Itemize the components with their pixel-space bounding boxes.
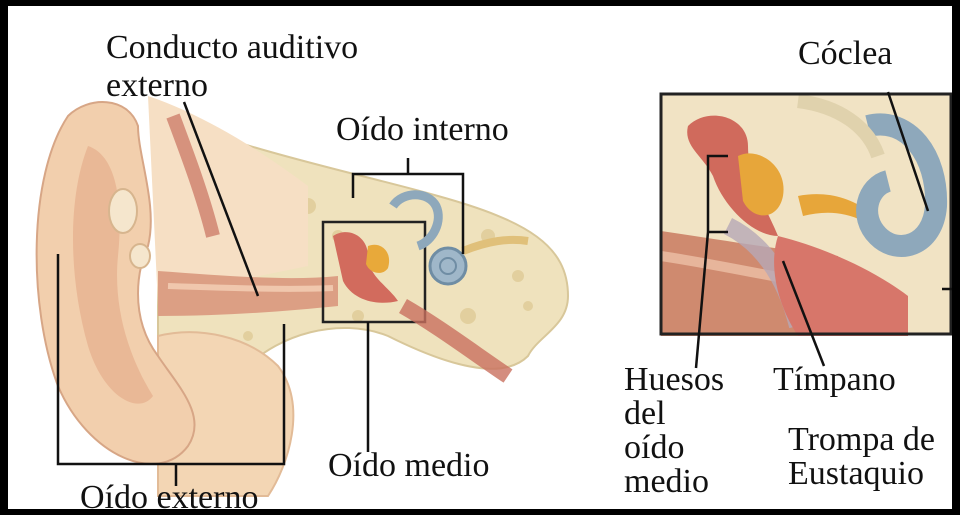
label-oido-externo: Oído externo [80,480,258,509]
label-oido-medio: Oído medio [328,448,489,484]
cochlea-small [430,248,466,284]
label-conducto-auditivo-line2: externo [106,68,208,104]
label-huesos-line3: oído [624,430,684,466]
label-coclea: Cóclea [798,36,892,72]
label-trompa-line1: Trompa de [788,422,935,458]
label-conducto-auditivo-line1: Conducto auditivo [106,30,358,66]
label-huesos-line2: del [624,396,666,432]
label-oido-interno: Oído interno [336,112,509,148]
label-trompa-line2: Eustaquio [788,456,924,492]
ear-canal-highlight [168,286,333,289]
label-timpano: Tímpano [773,362,896,398]
label-huesos-line1: Huesos [624,362,724,398]
label-huesos-line4: medio [624,464,709,500]
pinna-fold [109,189,137,233]
diagram-canvas: Conducto auditivo externo Oído interno O… [8,6,952,509]
pinna-fold-2 [130,244,150,268]
